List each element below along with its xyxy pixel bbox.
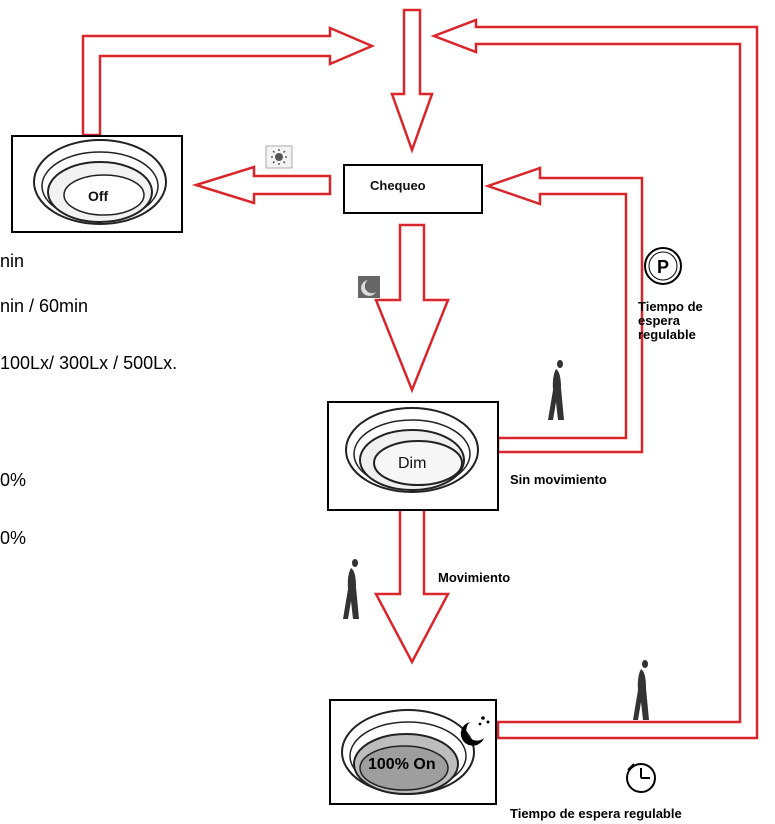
arrow-check-to-dim — [374, 223, 450, 394]
dim-state-box — [327, 401, 499, 511]
svg-text:P: P — [657, 257, 669, 277]
moon-icon — [358, 276, 380, 298]
clock-icon-right: P — [644, 247, 682, 285]
arrow-top-down — [390, 8, 434, 154]
arrow-dim-to-check — [484, 166, 644, 454]
bg-text-4: 0% — [0, 470, 27, 490]
bg-text-3: 100Lx/ 300Lx / 500Lx. — [0, 353, 178, 373]
off-label: Off — [88, 188, 109, 204]
check-state-box — [343, 164, 483, 214]
wait-line-3: regulable — [638, 327, 696, 342]
walking-person-icon-2 — [343, 559, 359, 619]
motion-label: Movimiento — [438, 570, 511, 585]
sun-icon — [265, 145, 293, 169]
on-state-box — [329, 699, 497, 805]
wait-line-2: espera — [638, 313, 680, 328]
clock-icon-bottom — [626, 763, 656, 793]
moon-stars-icon — [460, 716, 490, 746]
bg-text-1: nin — [0, 251, 25, 271]
wait-adjustable-label-bottom: Tiempo de espera regulable — [510, 806, 682, 821]
check-label: Chequeo — [370, 178, 426, 193]
off-state-box — [11, 135, 183, 233]
bg-text-5: 0% — [0, 528, 27, 548]
arrow-off-to-top — [81, 26, 376, 137]
no-motion-label: Sin movimiento — [510, 472, 607, 487]
wait-line-1: Tiempo de — [638, 299, 703, 314]
arrow-on-return-loop — [430, 18, 759, 740]
dim-label: Dim — [398, 455, 427, 472]
wait-adjustable-label-right: Tiempo de espera regulable — [638, 300, 703, 342]
walking-person-icon-1 — [548, 360, 564, 420]
bg-text-2: nin / 60min — [0, 296, 89, 316]
arrow-check-to-off — [191, 165, 332, 205]
walking-person-icon-3 — [633, 660, 649, 720]
on-label: 100% On — [368, 756, 436, 773]
